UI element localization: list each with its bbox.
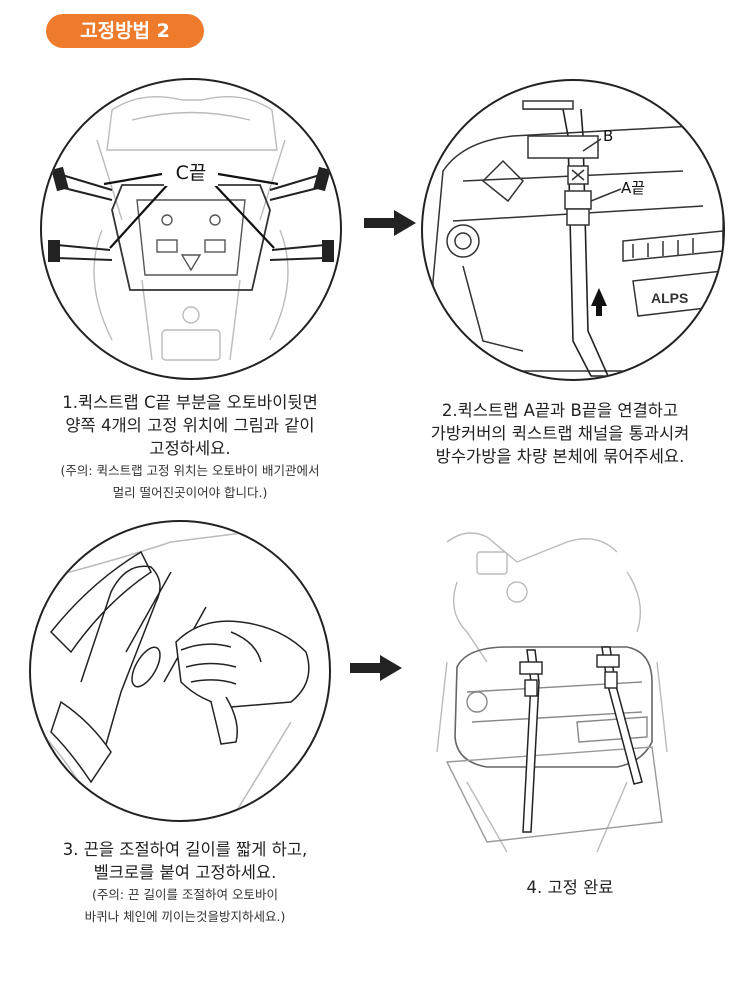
step-2-caption: 2.퀵스트랩 A끝과 B끝을 연결하고 가방커버의 퀵스트랩 채널을 통과시켜 …: [390, 399, 730, 468]
step-2-line: 2.퀵스트랩 A끝과 B끝을 연결하고: [441, 401, 679, 420]
hand-adjust-strap-illustration: [29, 520, 331, 822]
step-4-line: 4. 고정 완료: [526, 878, 614, 897]
completed-mounting-illustration: [427, 522, 672, 857]
step-3-line: 벨크로를 붙여 고정하세요.: [93, 863, 277, 882]
step-3-caption: 3. 끈을 조절하여 길이를 짧게 하고, 벨크로를 붙여 고정하세요. (주의…: [15, 838, 355, 928]
step-1-note: 멀리 떨어진곳이어야 합니다.): [112, 485, 268, 500]
right-arrow-icon: [364, 210, 416, 240]
step-2-line: 가방커버의 퀵스트랩 채널을 통과시켜: [430, 424, 690, 443]
step-1-note: (주의: 퀵스트랩 고정 위치는 오토바이 배기관에서: [60, 463, 320, 478]
step-2-line: 방수가방을 차량 본체에 묶어주세요.: [435, 447, 685, 466]
step-3-line: 3. 끈을 조절하여 길이를 짧게 하고,: [62, 840, 308, 859]
rear-rack-illustration: C끝: [40, 78, 342, 380]
section-badge: 고정방법 2: [46, 14, 204, 48]
step-1-line: 고정하세요.: [149, 439, 231, 458]
callout-a-end: A끝: [621, 179, 645, 197]
svg-text:ALPS: ALPS: [651, 290, 688, 306]
step-1-line: 양쪽 4개의 고정 위치에 그림과 같이: [65, 416, 315, 435]
step-3-note: 바퀴나 체인에 끼이는것을방지하세요.): [84, 909, 286, 924]
right-arrow-icon: [350, 655, 402, 685]
callout-b-end: B: [603, 127, 613, 145]
callout-c-end: C끝: [176, 162, 207, 184]
step-3-note: (주의: 끈 길이를 조절하여 오토바이: [92, 887, 278, 902]
bag-strap-closeup-illustration: ALPS B A끝: [421, 79, 725, 381]
step-1-line: 1.퀵스트랩 C끝 부분을 오토바이뒷면: [62, 393, 318, 412]
step-4-caption: 4. 고정 완료: [420, 876, 720, 899]
step-1-caption: 1.퀵스트랩 C끝 부분을 오토바이뒷면 양쪽 4개의 고정 위치에 그림과 같…: [20, 391, 360, 504]
